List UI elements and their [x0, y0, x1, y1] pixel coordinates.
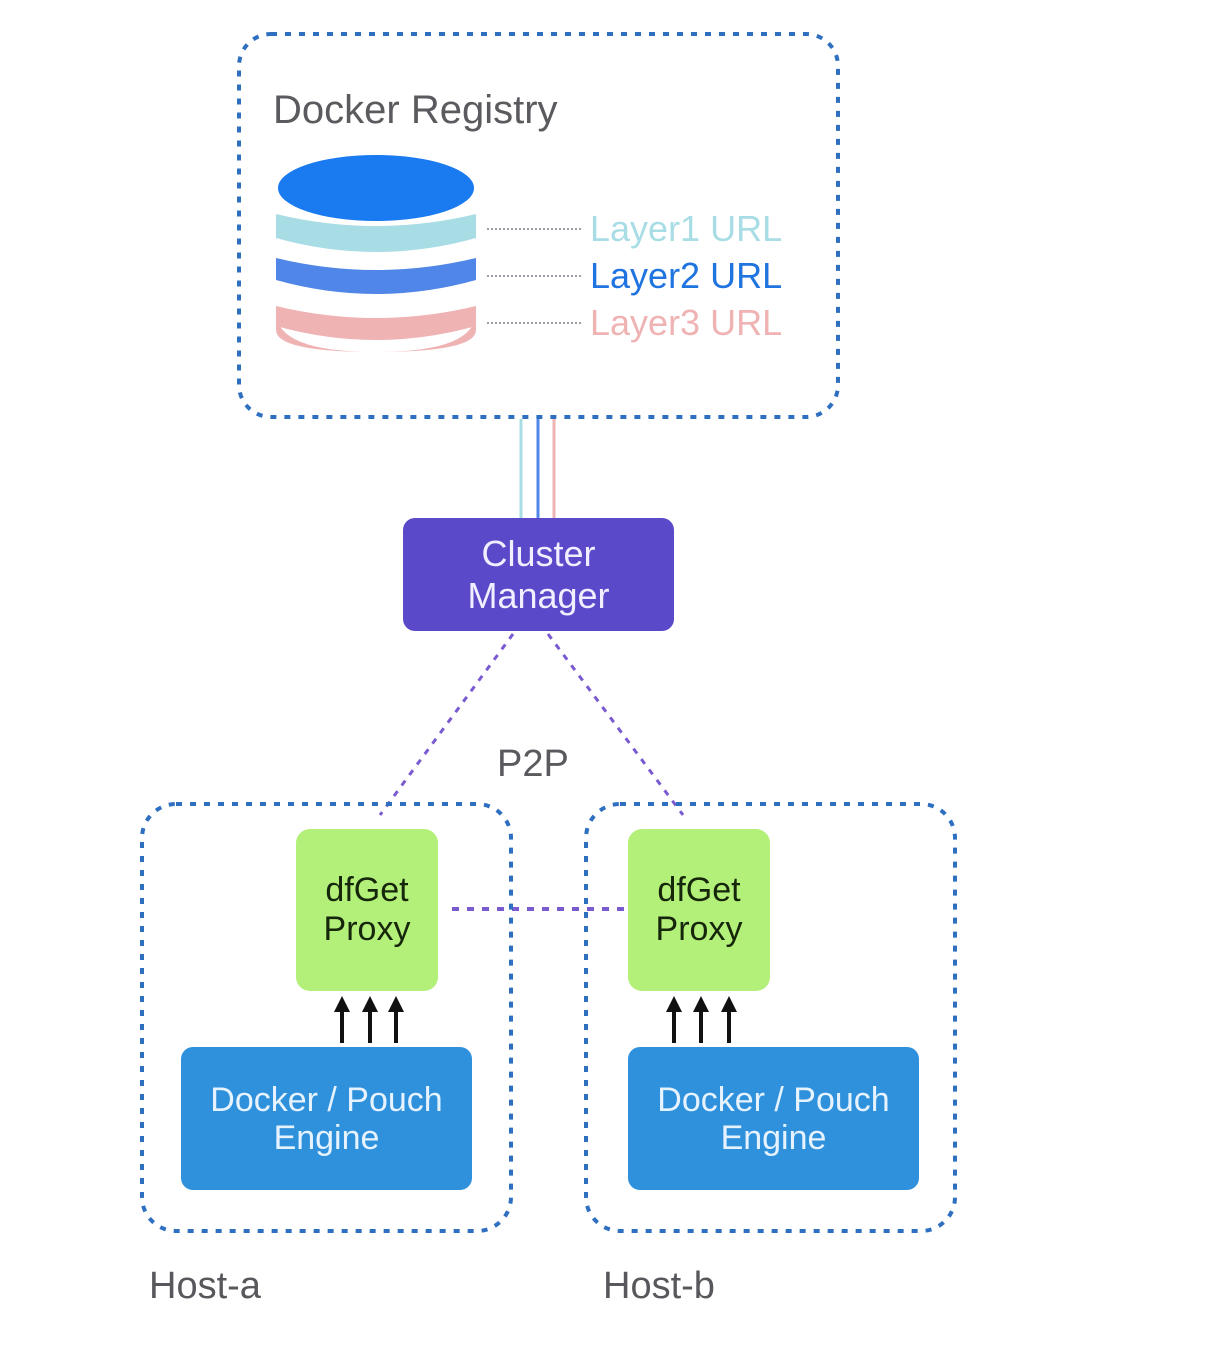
database-icon [276, 155, 476, 352]
engine-line2: Engine [720, 1118, 827, 1157]
proxy-line2: Proxy [655, 910, 743, 948]
registry-title: Docker Registry [273, 88, 558, 132]
cluster-manager-line2: Manager [467, 574, 610, 616]
p2p-link-host-a [378, 633, 515, 816]
host-a-label: Host-a [149, 1265, 261, 1307]
proxy-line2: Proxy [323, 910, 411, 948]
proxy-line1: dfGet [325, 871, 409, 909]
engine-line1: Docker / Pouch [657, 1080, 890, 1119]
disk-band-layer3-fill [276, 306, 476, 340]
disk-top [278, 155, 474, 221]
host-a-container [140, 802, 513, 1233]
disk-band-layer1 [276, 214, 476, 252]
arrows-host-b [666, 996, 737, 1043]
registry-container [237, 32, 840, 419]
host-b-container [584, 802, 957, 1233]
layer1-url-label: Layer1 URL [590, 208, 783, 249]
host-b-label: Host-b [603, 1265, 715, 1307]
host-b-engine: Docker / Pouch Engine [628, 1047, 919, 1190]
engine-line2: Engine [273, 1118, 380, 1157]
host-a-dfget-proxy: dfGet Proxy [296, 829, 438, 991]
p2p-link-host-b [546, 633, 685, 816]
cluster-manager-line1: Cluster [481, 532, 596, 574]
layer2-url-label: Layer2 URL [590, 255, 783, 296]
layer3-url-label: Layer3 URL [590, 302, 783, 343]
cluster-manager-node: Cluster Manager [403, 518, 674, 631]
p2p-label: P2P [497, 743, 569, 785]
proxy-line1: dfGet [657, 871, 741, 909]
arrows-host-a [334, 996, 404, 1043]
disk-band-layer2 [276, 258, 476, 294]
engine-line1: Docker / Pouch [210, 1080, 443, 1119]
host-a-engine: Docker / Pouch Engine [181, 1047, 472, 1190]
host-b-dfget-proxy: dfGet Proxy [628, 829, 770, 991]
